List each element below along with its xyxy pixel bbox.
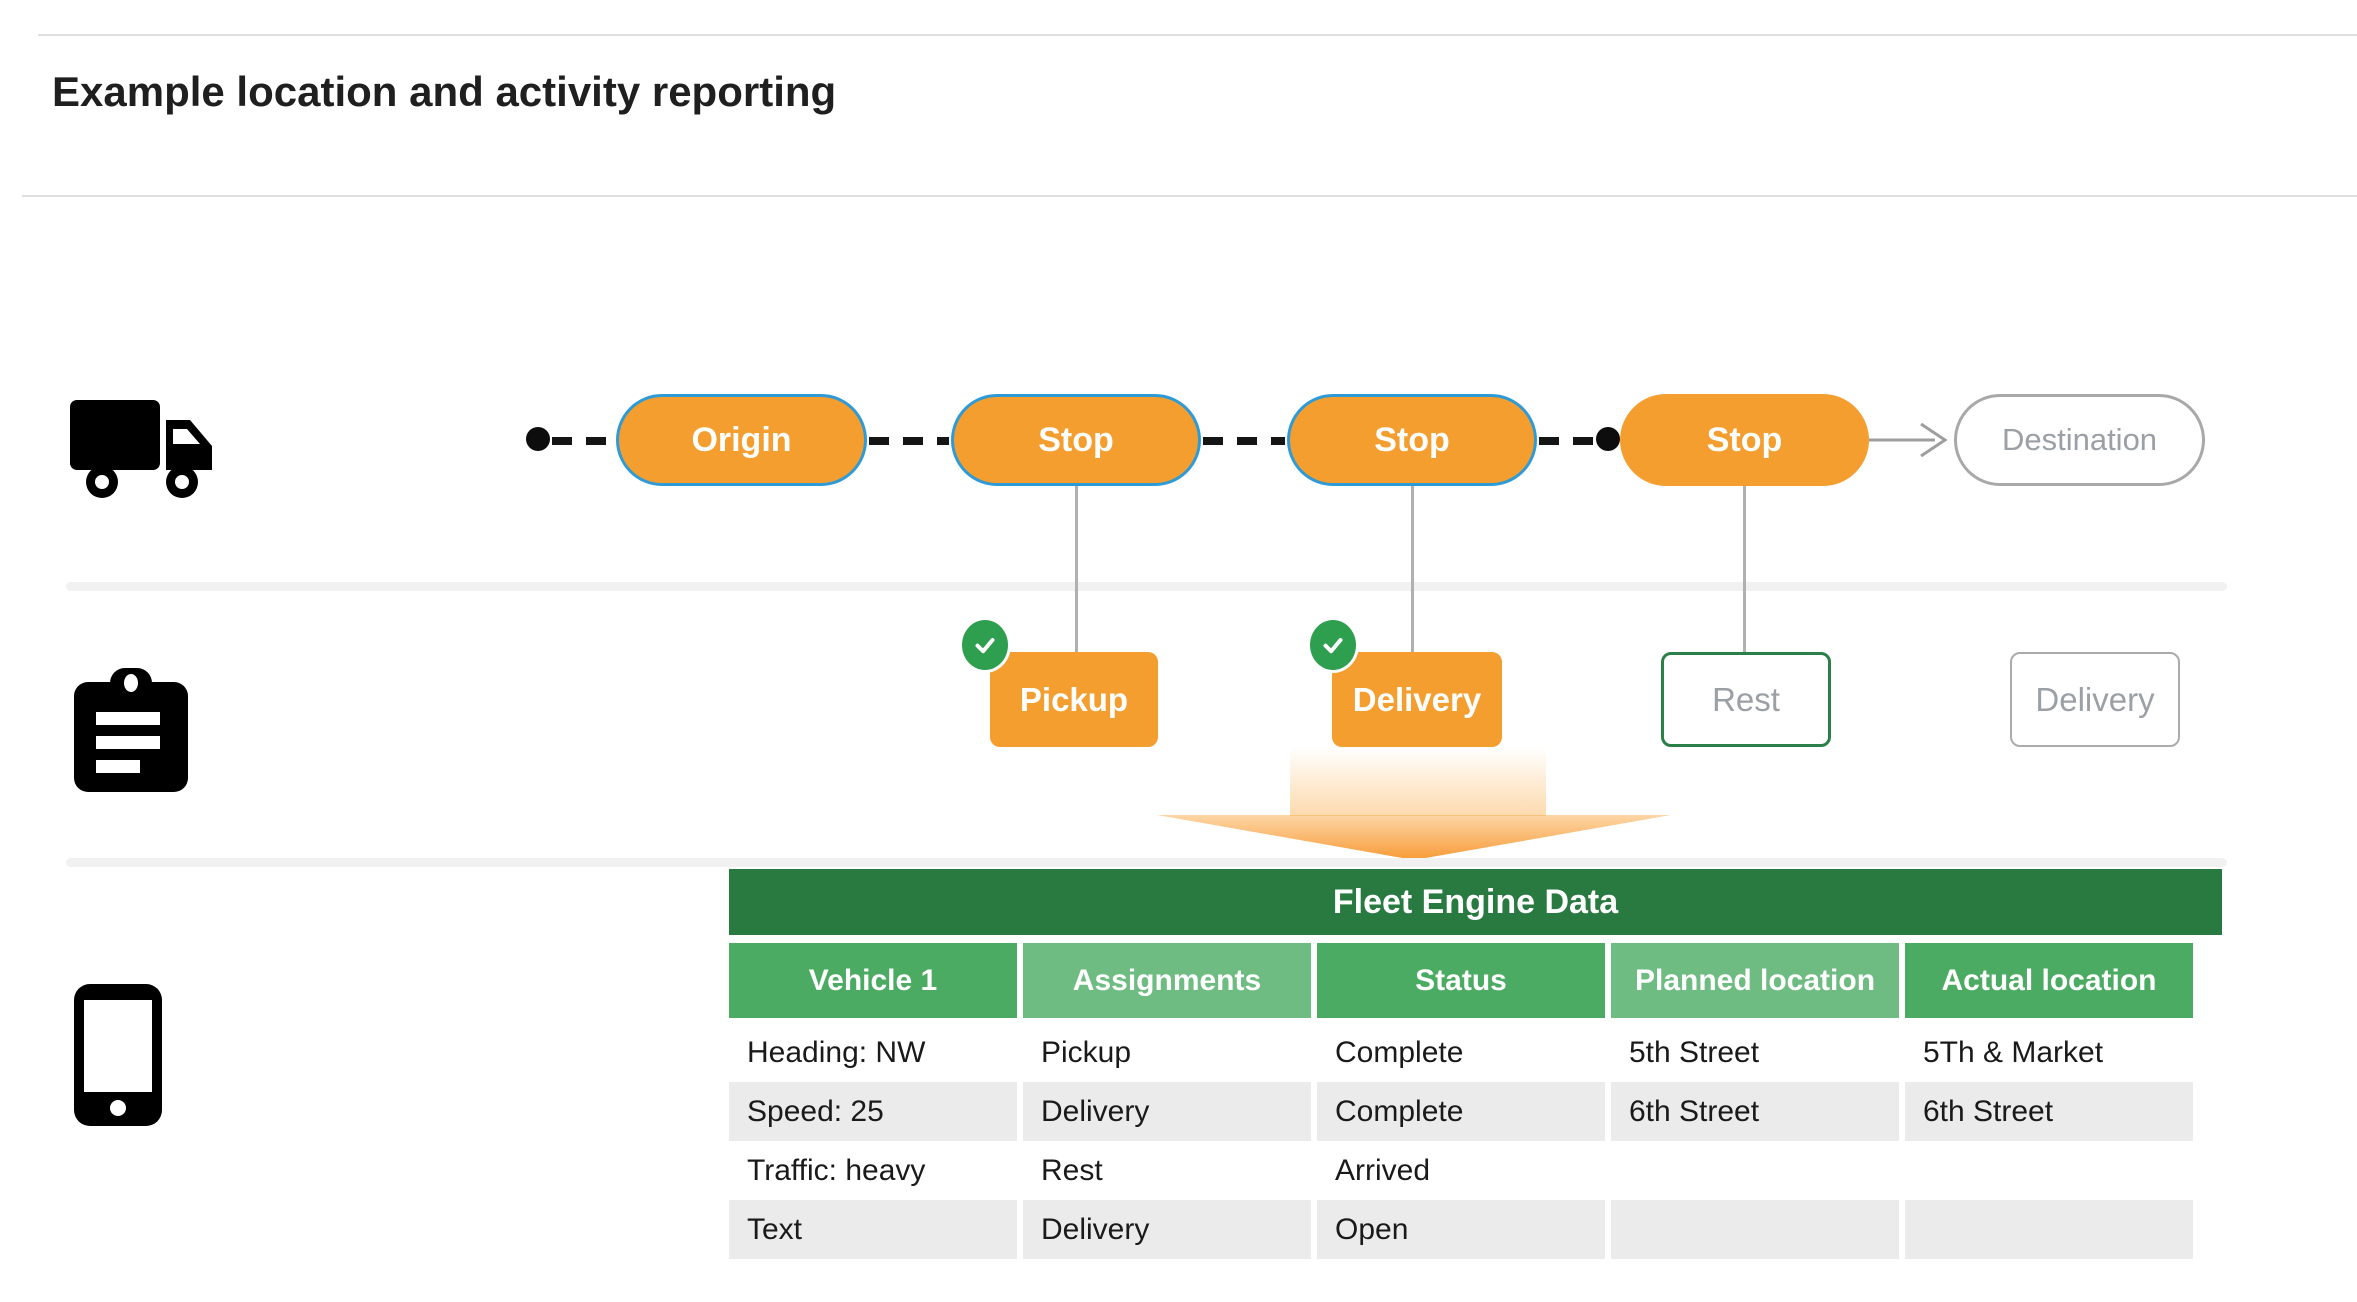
route-dashed-segment — [552, 437, 616, 445]
lane-divider — [66, 582, 2227, 591]
table-cell: Traffic: heavy — [747, 1153, 926, 1187]
data-flow-arrow-body — [1290, 747, 1546, 816]
table-cell: Delivery — [1023, 1200, 1311, 1259]
data-flow-arrow-head — [1157, 815, 1671, 860]
route-node-stop-3: Stop — [1620, 394, 1869, 486]
table-title-bar: Fleet Engine Data — [729, 869, 2222, 935]
activity-box-rest: Rest — [1661, 652, 1831, 747]
route-node-label: Stop — [1706, 420, 1783, 459]
check-circle-icon — [959, 617, 1011, 673]
activity-label: Pickup — [1019, 680, 1129, 718]
vehicle-position-dot — [1596, 427, 1620, 451]
top-rule — [38, 34, 2357, 36]
connector-line — [1411, 486, 1414, 652]
table-cell: Arrived — [1335, 1153, 1431, 1187]
route-dashed-segment — [1539, 437, 1597, 445]
table-cell: Rest — [1041, 1153, 1103, 1187]
clipboard-icon — [74, 668, 188, 792]
route-node-label: Stop — [1374, 420, 1450, 459]
table-cell: 5Th & Market — [1923, 1035, 2104, 1069]
table-cell — [1905, 1141, 2193, 1200]
activity-label: Rest — [1712, 680, 1780, 718]
table-cell: 6th Street — [1905, 1082, 2193, 1141]
column-header-actual-location: Actual location — [1905, 943, 2193, 1018]
table-cell: Text — [729, 1200, 1017, 1259]
route-node-stop-1: Stop — [951, 394, 1201, 486]
route-arrow-icon — [1869, 422, 1948, 458]
table-cell: Delivery — [1023, 1082, 1311, 1141]
route-dashed-segment — [869, 437, 949, 445]
column-header-vehicle: Vehicle 1 — [729, 943, 1017, 1018]
table-cell: Complete — [1335, 1035, 1464, 1069]
route-dashed-segment — [1203, 437, 1285, 445]
activity-box-delivery-upcoming: Delivery — [2010, 652, 2180, 747]
header-rule — [22, 195, 2357, 197]
truck-icon — [70, 400, 212, 498]
activity-label: Delivery — [2035, 680, 2155, 718]
table-cell: Open — [1317, 1200, 1605, 1259]
table-cell — [1905, 1200, 2193, 1259]
table-cell: Speed: 25 — [729, 1082, 1017, 1141]
lane-divider — [66, 858, 2227, 867]
route-node-destination: Destination — [1954, 394, 2205, 486]
table-cell — [1611, 1200, 1899, 1259]
connector-line — [1075, 486, 1078, 652]
page-title: Example location and activity reporting — [52, 68, 837, 115]
route-node-label: Stop — [1038, 420, 1114, 459]
route-node-stop-2: Stop — [1287, 394, 1537, 486]
route-node-label: Origin — [691, 420, 792, 459]
table-cell: Heading: NW — [747, 1035, 926, 1069]
activity-box-pickup: Pickup — [990, 652, 1158, 747]
column-header-assignments: Assignments — [1023, 943, 1311, 1018]
check-circle-icon — [1307, 617, 1359, 673]
route-node-origin: Origin — [616, 394, 867, 486]
route-start-dot — [526, 427, 550, 451]
table-title: Fleet Engine Data — [1332, 882, 1619, 921]
connector-line — [1743, 486, 1746, 652]
column-header-status: Status — [1317, 943, 1605, 1018]
table-cell: Pickup — [1041, 1035, 1132, 1069]
table-cell — [1611, 1141, 1899, 1200]
table-cell: 6th Street — [1611, 1082, 1899, 1141]
activity-label: Delivery — [1352, 680, 1482, 718]
phone-icon — [74, 984, 162, 1126]
column-header-planned-location: Planned location — [1611, 943, 1899, 1018]
table-cell: Complete — [1317, 1082, 1605, 1141]
route-node-label: Destination — [2001, 422, 2158, 457]
table-cell: 5th Street — [1629, 1035, 1760, 1069]
activity-box-delivery: Delivery — [1332, 652, 1502, 747]
